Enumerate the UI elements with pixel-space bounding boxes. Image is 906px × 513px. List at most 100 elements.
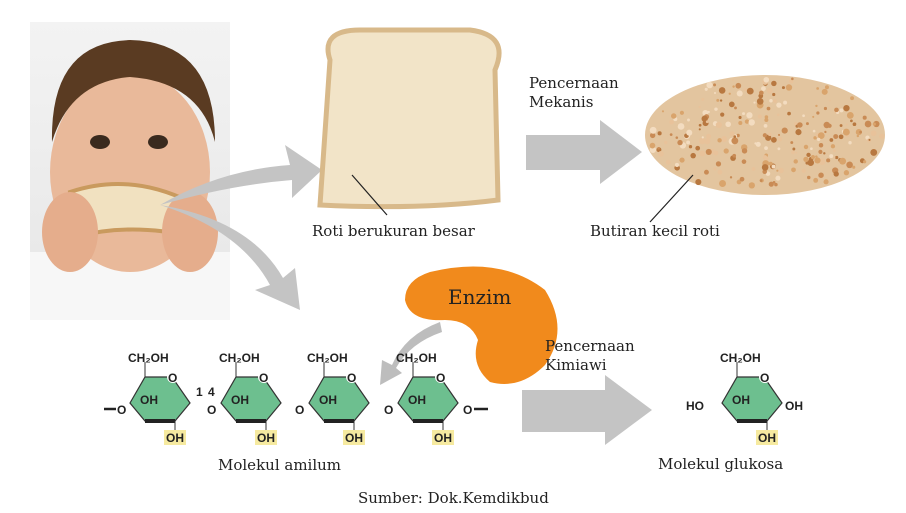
crumb (793, 159, 798, 164)
crumb (705, 120, 709, 124)
chemical-line-2: Kimiawi (545, 356, 607, 374)
crumb (713, 167, 717, 171)
crumb (805, 161, 809, 165)
crumb (670, 113, 677, 119)
crumb (695, 145, 701, 151)
crumb (677, 123, 685, 130)
crumb (690, 152, 696, 159)
crumbs-pointer-line (649, 174, 694, 223)
crumb (715, 161, 722, 167)
crumb (813, 177, 819, 183)
crumb (746, 112, 753, 119)
crumb (845, 123, 848, 126)
crumb (771, 80, 777, 87)
crumb (807, 175, 811, 180)
source-caption: Sumber: Dok.Kemdikbud (358, 489, 549, 507)
crumb (736, 133, 740, 138)
ring-oxygen: O (436, 371, 445, 385)
crumb (764, 146, 768, 150)
crumb (777, 133, 781, 136)
ring-oxygen: O (259, 371, 268, 385)
crumb (850, 119, 853, 123)
crumb (781, 86, 785, 90)
crumb-particles (649, 76, 885, 189)
crumb (852, 165, 856, 169)
crumb (707, 110, 710, 114)
sugar-ring (721, 376, 783, 422)
crumb (731, 78, 734, 81)
oh-highlight (343, 430, 365, 445)
crumb (757, 114, 762, 119)
crumb (713, 150, 719, 156)
crumb (687, 118, 690, 122)
crumb (821, 88, 828, 95)
crumb (736, 90, 743, 97)
mechanical-line-2: Mekanis (529, 93, 594, 111)
ring-oxygen-bg (435, 371, 447, 383)
glycosidic-oxygen: O (295, 403, 304, 417)
oh-group-highlighted: OH (257, 431, 275, 445)
crumb (762, 155, 768, 160)
crumb (669, 119, 674, 125)
crumb (657, 131, 662, 136)
crumb (657, 147, 660, 150)
crumb (729, 176, 733, 179)
crumb (772, 92, 776, 97)
carbon-4-label: 4 (208, 385, 215, 399)
crumb (704, 138, 711, 145)
crumb (705, 148, 712, 155)
crumb (649, 132, 656, 139)
crumb (791, 167, 796, 173)
crumb (818, 149, 823, 154)
crumb (704, 87, 708, 91)
crumb (679, 110, 684, 115)
crumb (754, 142, 757, 145)
ring-oxygen-bg (346, 371, 358, 383)
crumb (862, 115, 867, 120)
crumb (725, 121, 731, 128)
ch2oh-group: CH₂OH (396, 351, 437, 365)
crumb (781, 127, 788, 134)
crumb (805, 122, 809, 126)
chemical-line-1: Pencernaan (545, 337, 635, 355)
enzyme-arrow (380, 322, 442, 385)
chemical-digestion-label: Pencernaan Kimiawi (545, 337, 635, 375)
crumb (741, 159, 747, 164)
child-illustration (30, 40, 230, 320)
crumb (823, 152, 826, 155)
crumb (814, 157, 821, 164)
crumb (795, 129, 802, 136)
ch2oh-group: CH₂OH (720, 351, 761, 365)
crumb (728, 101, 735, 108)
crumb (718, 87, 726, 94)
arrow-to-bread (160, 145, 322, 205)
crumb (815, 155, 818, 158)
crumb (824, 130, 827, 134)
crumb (762, 133, 768, 138)
oh-highlight (432, 430, 454, 445)
crumb (816, 87, 820, 90)
crumb (688, 145, 693, 149)
crumb (713, 91, 717, 95)
crumb (771, 164, 776, 169)
crumb (856, 134, 860, 138)
crumb (716, 98, 720, 102)
oh-highlight (756, 430, 778, 445)
bread-label: Roti berukuran besar (312, 222, 475, 240)
crumb (833, 171, 839, 177)
crumb (864, 120, 872, 128)
crumb (735, 82, 742, 89)
crumb (686, 129, 693, 136)
glycosidic-oxygen: O (117, 403, 126, 417)
glycosidic-oxygen: O (384, 403, 393, 417)
crumb (818, 143, 824, 148)
crumb (714, 107, 718, 111)
oh-group-highlighted: OH (758, 431, 776, 445)
crumb (721, 135, 728, 142)
crumb (679, 157, 685, 163)
oh-group: OH (732, 393, 750, 407)
crumb (816, 111, 820, 115)
crumb (753, 101, 756, 104)
crumb (833, 134, 839, 139)
